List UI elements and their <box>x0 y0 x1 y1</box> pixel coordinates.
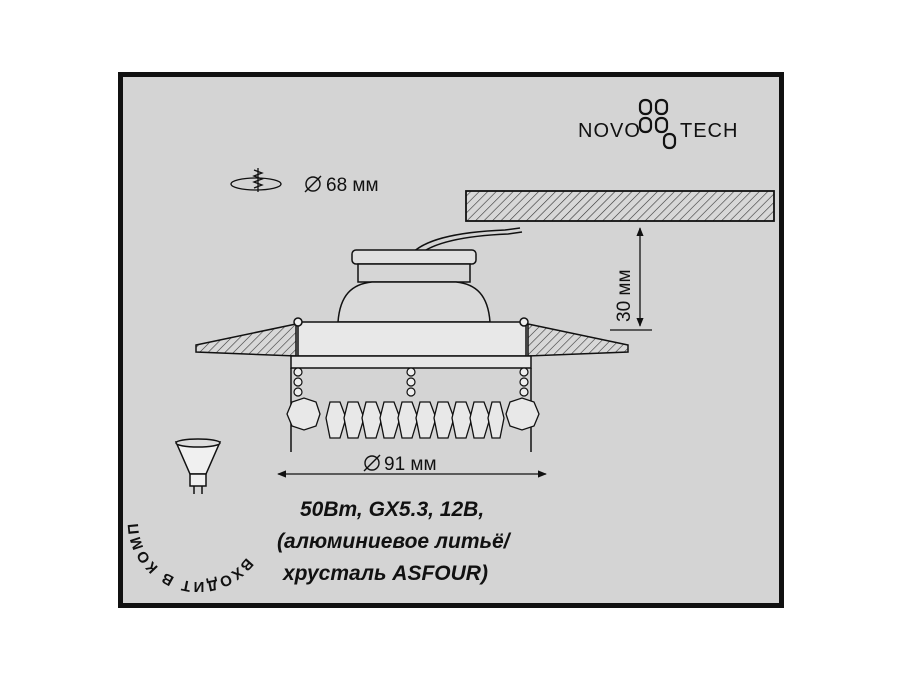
spec-line-1: 50Вт, GX5.3, 12В, <box>300 498 484 521</box>
cutout-hole-icon <box>230 168 282 192</box>
crystal-row <box>286 397 540 439</box>
outer-diameter-dimension: 91 мм <box>277 454 547 478</box>
height-dimension: 30 мм <box>610 227 652 331</box>
cutout-legend: 68 мм <box>230 168 379 196</box>
ceiling-slab <box>465 190 775 222</box>
diameter-icon <box>304 175 322 193</box>
spec-text: 50Вт, GX5.3, 12В, (алюминиевое литьё/ хр… <box>277 498 512 585</box>
logo-mark-icon <box>638 98 677 150</box>
brand-name-right: TECH <box>680 120 738 142</box>
diameter-icon <box>363 454 381 472</box>
fixture-drawing <box>195 227 629 452</box>
cutout-diameter: 68 мм <box>326 175 379 196</box>
lamp-bulb-icon <box>174 438 222 494</box>
brand-logo: NOVO TECH <box>578 98 738 150</box>
badge-ring-text: ВХОДИТ В КОМПЛЕКТ НЕ ВХОДИТ <box>0 0 256 595</box>
lamp-not-included-badge: ВХОДИТ В КОМПЛЕКТ НЕ ВХОДИТ <box>0 0 256 595</box>
crystal-strands <box>293 367 529 397</box>
spec-line-2: (алюминиевое литьё/ <box>277 530 512 553</box>
brand-name-left: NOVO <box>578 120 641 142</box>
spec-line-3: хрусталь ASFOUR) <box>282 562 488 585</box>
mount-height: 30 мм <box>614 269 635 322</box>
outer-diameter: 91 мм <box>384 454 437 475</box>
